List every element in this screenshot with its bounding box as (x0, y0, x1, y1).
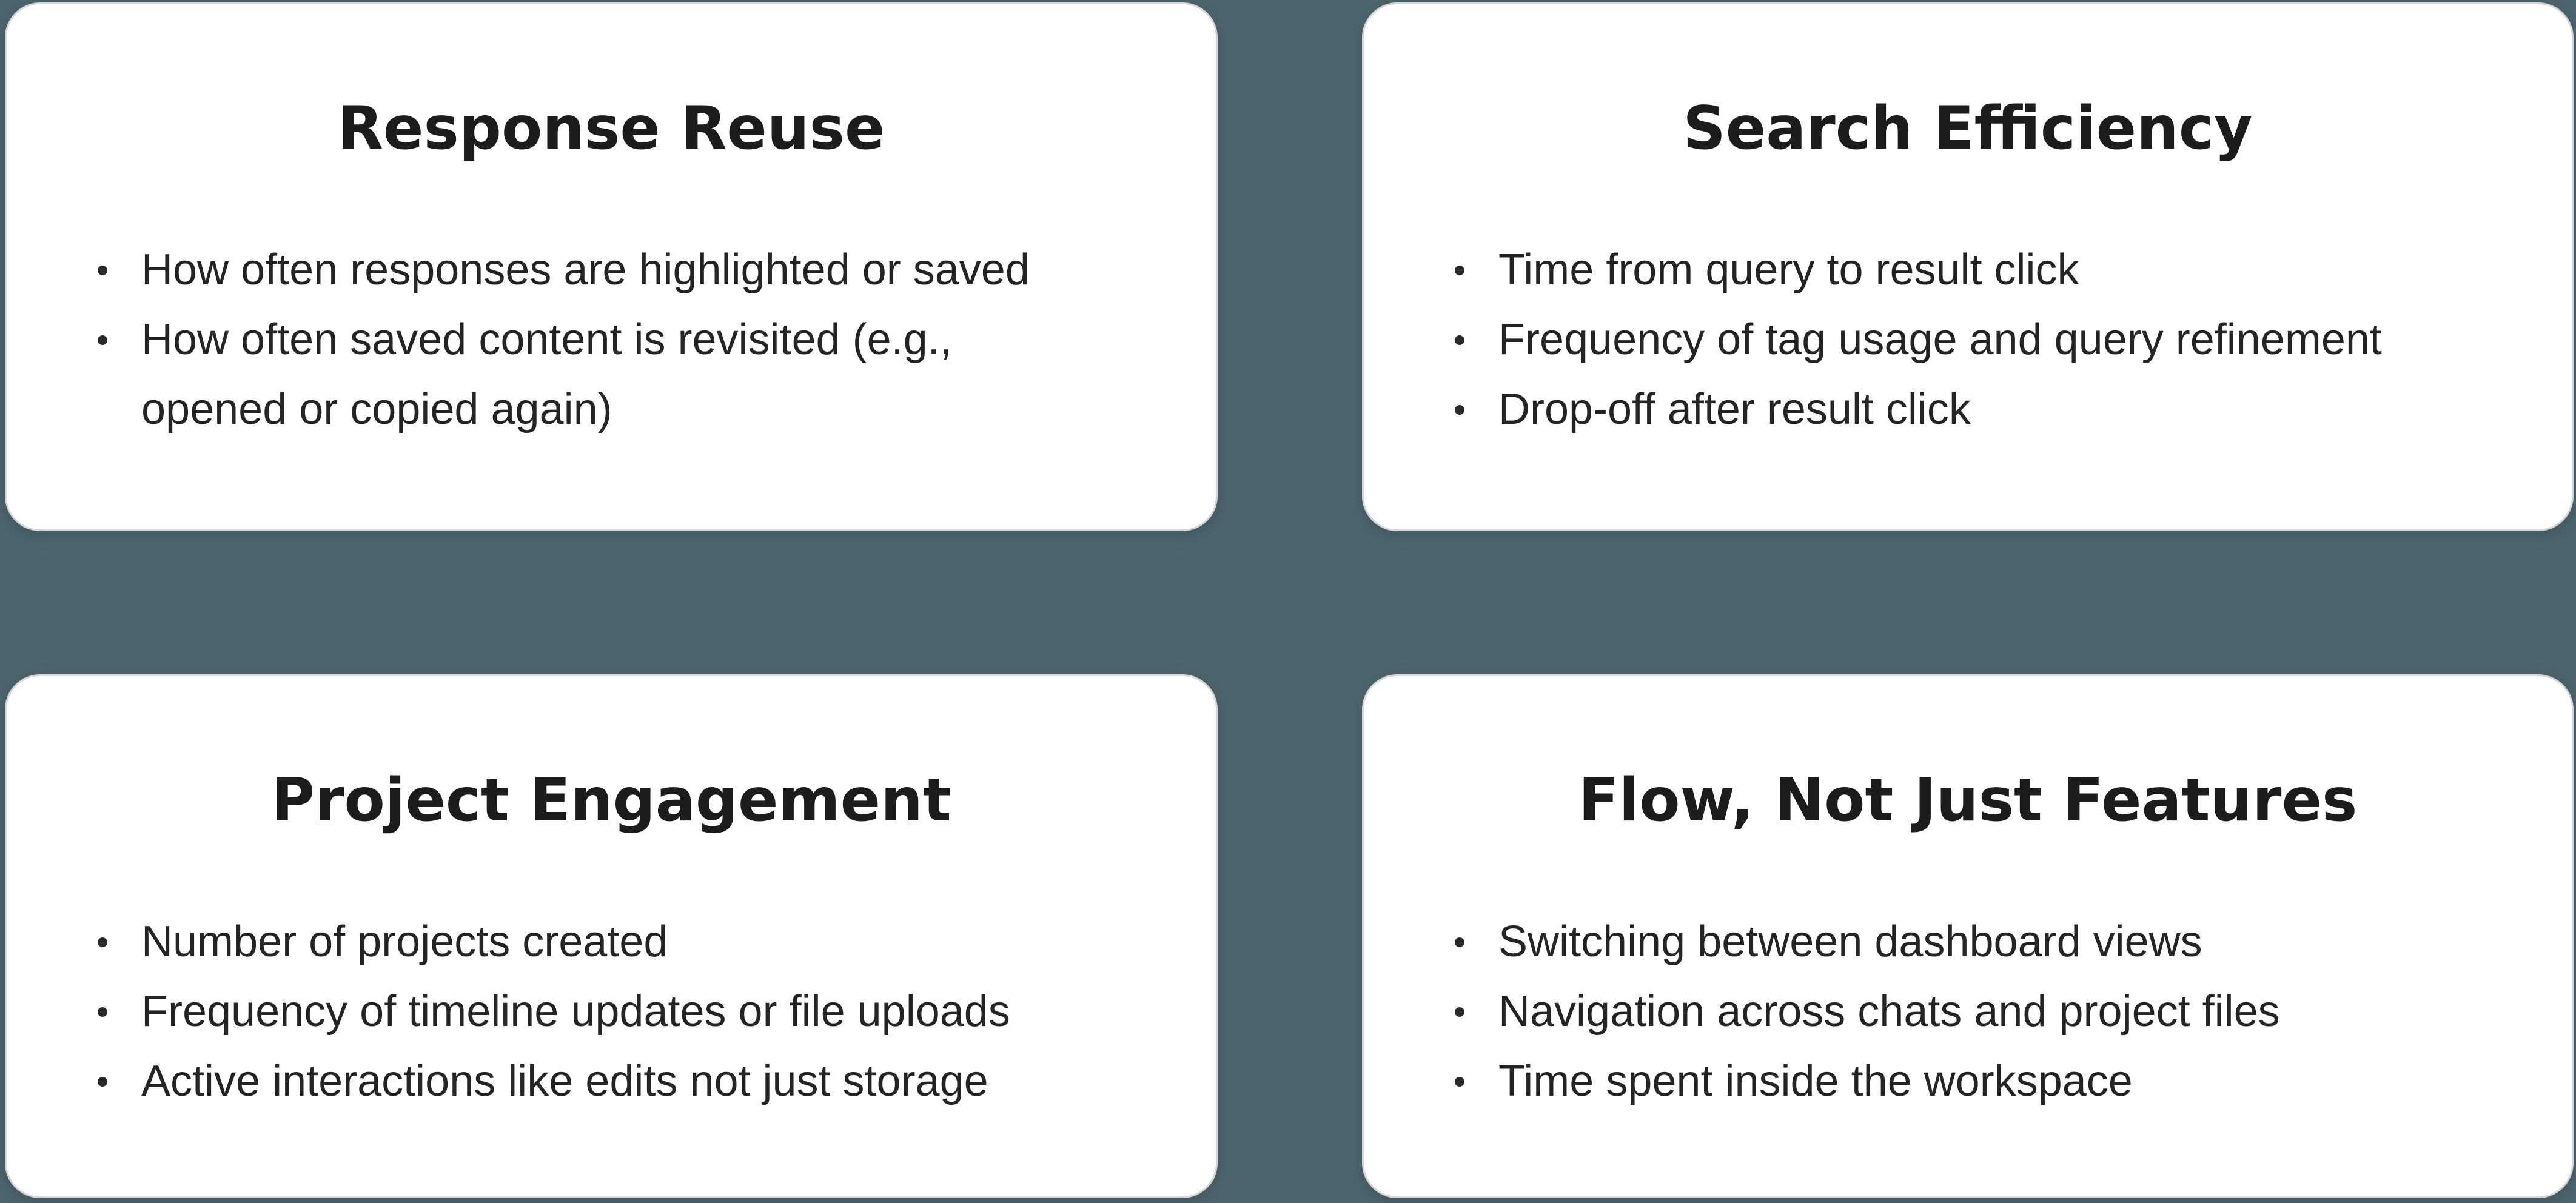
bullet-dot-icon (98, 937, 107, 947)
bullet-list: Time from query to result click Frequenc… (1455, 235, 2547, 444)
card-title: Project Engagement (271, 766, 951, 835)
metric-card-search-efficiency: Search Efficiency Time from query to res… (1362, 2, 2574, 531)
bullet-item: Time spent inside the workspace (1455, 1047, 2547, 1116)
bullet-dot-icon (1455, 335, 1464, 345)
bullet-dot-icon (98, 1007, 107, 1017)
bullet-text: Frequency of tag usage and query refinem… (1498, 315, 2382, 364)
bullet-text: Number of projects created (141, 917, 668, 966)
bullet-text: Switching between dashboard views (1498, 917, 2202, 966)
bullet-dot-icon (1455, 405, 1464, 415)
bullet-dot-icon (1455, 1007, 1464, 1017)
bullet-dot-icon (1455, 266, 1464, 275)
bullet-dot-icon (1455, 1077, 1464, 1087)
card-title: Flow, Not Just Features (1578, 766, 2358, 835)
bullet-text: Navigation across chats and project file… (1498, 987, 2280, 1036)
bullet-item: Switching between dashboard views (1455, 907, 2547, 977)
bullet-dot-icon (98, 335, 107, 345)
bullet-text: Frequency of timeline updates or file up… (141, 987, 1010, 1036)
bullet-item: Active interactions like edits not just … (98, 1047, 1192, 1116)
bullet-item: Frequency of timeline updates or file up… (98, 977, 1192, 1047)
bullet-list: Switching between dashboard views Naviga… (1455, 907, 2547, 1116)
bullet-item: Navigation across chats and project file… (1455, 977, 2547, 1047)
bullet-dot-icon (98, 1077, 107, 1087)
metric-card-flow-not-just-features: Flow, Not Just Features Switching betwee… (1362, 674, 2574, 1198)
card-title: Search Efficiency (1683, 94, 2253, 163)
bullet-item: Time from query to result click (1455, 235, 2547, 305)
bullet-text: Active interactions like edits not just … (141, 1057, 988, 1105)
bullet-item: How often saved content is revisited (e.… (98, 305, 1192, 444)
metric-card-project-engagement: Project Engagement Number of projects cr… (5, 674, 1218, 1198)
bullet-item: Frequency of tag usage and query refinem… (1455, 305, 2547, 375)
bullet-dot-icon (1455, 937, 1464, 947)
card-title: Response Reuse (337, 94, 885, 163)
bullet-item: How often responses are highlighted or s… (98, 235, 1192, 305)
bullet-text: Time from query to result click (1498, 246, 2079, 294)
metric-card-response-reuse: Response Reuse How often responses are h… (5, 2, 1218, 531)
bullet-text: How often responses are highlighted or s… (141, 246, 1030, 294)
bullet-item: Drop-off after result click (1455, 375, 2547, 444)
bullet-dot-icon (98, 266, 107, 275)
bullet-list: Number of projects created Frequency of … (98, 907, 1192, 1116)
bullet-item: Number of projects created (98, 907, 1192, 977)
bullet-list: How often responses are highlighted or s… (98, 235, 1192, 444)
bullet-text: Drop-off after result click (1498, 385, 1971, 434)
bullet-text: How often saved content is revisited (e.… (141, 315, 952, 434)
bullet-text: Time spent inside the workspace (1498, 1057, 2133, 1105)
